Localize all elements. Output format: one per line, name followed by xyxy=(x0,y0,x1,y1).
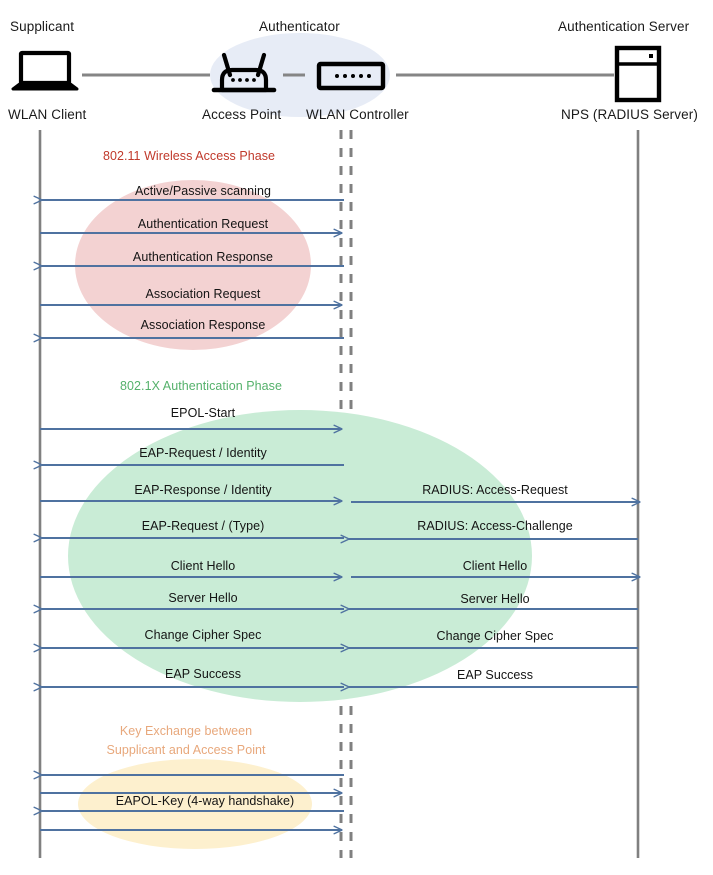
phase-ellipse-8021x xyxy=(68,410,532,702)
msg-label-active-passive-scanning: Active/Passive scanning xyxy=(135,184,271,198)
msg-label-association-request: Association Request xyxy=(145,287,261,301)
node-label-access-point: Access Point xyxy=(202,107,282,122)
msg-label-eap-request-type: EAP-Request / (Type) xyxy=(141,519,265,533)
phase-title-key-exchange-line1: Key Exchange between xyxy=(119,724,253,738)
role-label-authenticator: Authenticator xyxy=(259,19,340,34)
node-label-nps-radius-server: NPS (RADIUS Server) xyxy=(561,107,698,122)
node-label-wlan-controller: WLAN Controller xyxy=(306,107,409,122)
role-label-authentication-server: Authentication Server xyxy=(558,19,690,34)
msg-label-client-hello-right: Client Hello xyxy=(462,559,528,573)
node-label-wlan-client: WLAN Client xyxy=(8,107,87,122)
msg-label-epol-start: EPOL-Start xyxy=(170,406,236,420)
msg-label-eap-request-identity: EAP-Request / Identity xyxy=(139,446,267,460)
access-point-icon xyxy=(211,52,277,93)
msg-label-change-cipher-spec-left: Change Cipher Spec xyxy=(144,628,262,642)
phase-title-key-exchange-line2: Supplicant and Access Point xyxy=(106,743,266,757)
msg-label-eap-success-right: EAP Success xyxy=(456,668,534,682)
role-label-supplicant: Supplicant xyxy=(10,19,75,34)
msg-label-authentication-request: Authentication Request xyxy=(137,217,269,231)
phase-ellipse-key-exchange xyxy=(78,759,312,849)
msg-label-radius-access-request: RADIUS: Access-Request xyxy=(422,483,568,497)
wlan-controller-icon xyxy=(316,61,386,91)
msg-label-server-hello-right: Server Hello xyxy=(460,592,530,606)
phase-title-80211: 802.11 Wireless Access Phase xyxy=(102,149,276,163)
msg-label-server-hello-left: Server Hello xyxy=(168,591,238,605)
phase-title-8021x: 802.1X Authentication Phase xyxy=(120,379,282,393)
msg-label-client-hello-left: Client Hello xyxy=(170,559,236,573)
msg-label-radius-access-challenge: RADIUS: Access-Challenge xyxy=(417,519,573,533)
msg-label-eapol-key-4way-handshake: EAPOL-Key (4-way handshake) xyxy=(115,794,295,808)
phase-ellipse-80211 xyxy=(75,180,311,350)
msg-label-change-cipher-spec-right: Change Cipher Spec xyxy=(436,629,554,643)
laptop-icon xyxy=(11,50,79,91)
msg-label-eap-success-left: EAP Success xyxy=(164,667,242,681)
msg-label-authentication-response: Authentication Response xyxy=(132,250,274,264)
msg-label-eap-response-identity: EAP-Response / Identity xyxy=(134,483,272,497)
msg-label-association-response: Association Response xyxy=(140,318,266,332)
server-icon xyxy=(614,45,662,103)
